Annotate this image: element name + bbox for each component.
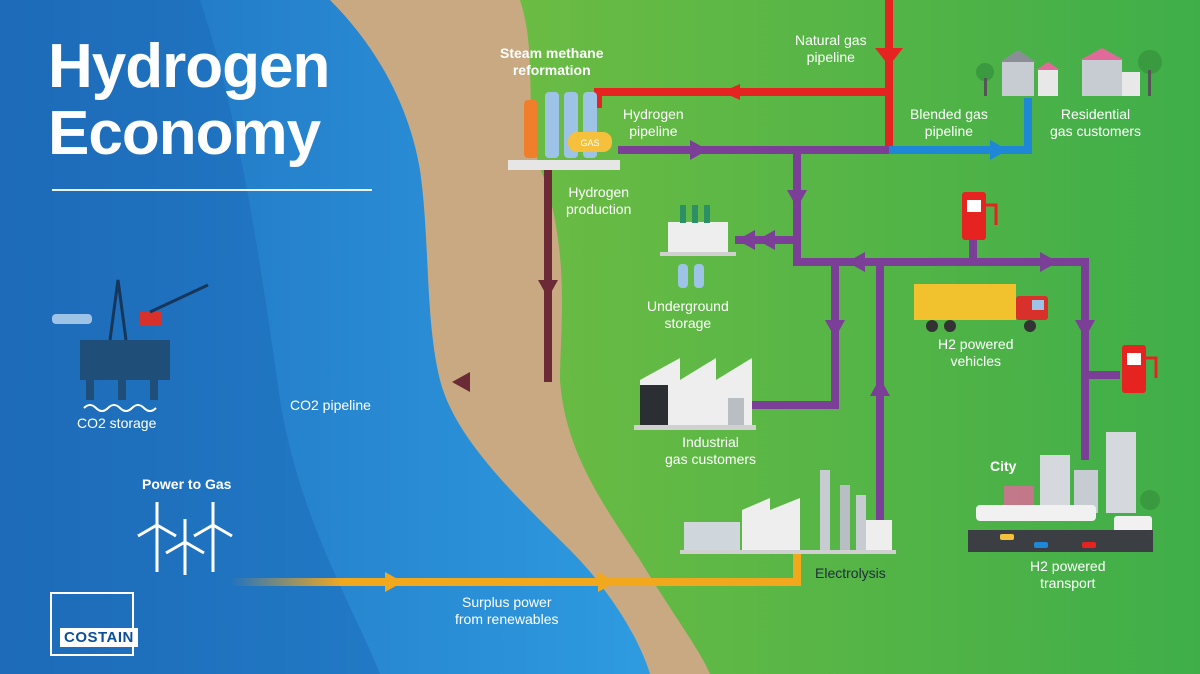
label-hydrogen-production: Hydrogen production [566, 184, 631, 218]
label-city: City [990, 458, 1017, 474]
label-natural-gas-pipeline: Natural gas pipeline [795, 32, 867, 66]
label-natural-gas-line1: Natural gas [795, 32, 867, 48]
label-underground-line2: storage [664, 314, 712, 331]
title-divider [52, 189, 372, 191]
label-residential-line1: Residential [1060, 106, 1131, 122]
label-h2-transport-line2: transport [1040, 574, 1096, 591]
label-hydrogen-production-line2: production [566, 200, 632, 217]
page-title: Hydrogen Economy [48, 32, 330, 168]
wave-line [83, 404, 157, 412]
label-surplus-line2: from renewables [455, 610, 559, 627]
label-underground-line1: Underground [647, 298, 729, 314]
label-h2-vehicles-line2: vehicles [950, 352, 1002, 369]
power-arrow-1 [385, 572, 403, 592]
co2-arrow-down [538, 280, 558, 298]
label-h2-transport-line1: H2 powered [1030, 558, 1106, 574]
costain-logo-text: COSTAIN [60, 628, 138, 647]
underground-storage-icon [660, 205, 736, 288]
costain-logo: COSTAIN [50, 592, 138, 656]
ocean [0, 0, 650, 674]
co2-arrow-left [452, 372, 470, 392]
label-hydrogen-production-line1: Hydrogen [568, 184, 630, 200]
natural-gas-arrow-down [875, 48, 903, 66]
residential-houses-icon [976, 48, 1162, 96]
label-blended-gas-line1: Blended gas [910, 106, 988, 122]
label-industrial-gas-customers: Industrial gas customers [665, 434, 756, 468]
electrolysis-plant-icon [680, 470, 896, 554]
blended-gas-pipeline [889, 98, 1032, 154]
label-residential-gas-customers: Residential gas customers [1050, 106, 1141, 140]
label-h2-powered-transport: H2 powered transport [1030, 558, 1106, 592]
label-blended-gas-line2: pipeline [924, 122, 974, 139]
label-h2-vehicles-line1: H2 powered [938, 336, 1014, 352]
label-steam-methane: Steam methane reformation [500, 45, 603, 79]
label-industrial-line1: Industrial [682, 434, 739, 450]
title-line-1: Hydrogen [48, 32, 330, 101]
label-electrolysis: Electrolysis [815, 565, 886, 581]
fuel-pump-icon-1 [962, 192, 998, 240]
label-underground-storage: Underground storage [647, 298, 729, 332]
industrial-factory-icon [634, 358, 756, 430]
power-arrow-2 [598, 572, 616, 592]
gas-tank-label: GAS [580, 138, 599, 148]
label-hydrogen-pipeline-line2: pipeline [629, 122, 678, 139]
label-residential-line2: gas customers [1050, 122, 1142, 139]
wind-turbines-icon [137, 502, 233, 575]
co2-pipeline [185, 170, 552, 386]
fuel-pump-icon-2 [1122, 345, 1158, 393]
label-hydrogen-pipeline: Hydrogen pipeline [623, 106, 684, 140]
label-co2-pipeline: CO2 pipeline [290, 397, 371, 413]
natural-gas-arrow-left [722, 84, 740, 100]
label-steam-methane-line1: Steam methane [500, 45, 604, 61]
label-natural-gas-line2: pipeline [806, 48, 855, 65]
label-co2-storage: CO2 storage [77, 415, 157, 431]
label-steam-methane-line2: reformation [512, 61, 591, 78]
city-skyline-icon [968, 432, 1160, 552]
label-industrial-line2: gas customers [665, 450, 757, 467]
surplus-power-line [230, 552, 801, 586]
offshore-rig-icon [52, 279, 209, 400]
label-power-to-gas: Power to Gas [142, 476, 232, 492]
label-blended-gas-pipeline: Blended gas pipeline [910, 106, 988, 140]
h2-truck-icon [914, 284, 1048, 332]
title-line-2: Economy [48, 98, 321, 168]
hydrogen-pipeline-arrows [690, 140, 1095, 396]
label-surplus-power: Surplus power from renewables [455, 594, 559, 628]
steam-methane-plant: GAS [508, 92, 620, 170]
blended-gas-arrow [990, 140, 1008, 160]
natural-gas-pipeline [594, 0, 893, 150]
ocean-deep [0, 0, 380, 674]
label-surplus-line1: Surplus power [462, 594, 552, 610]
label-h2-powered-vehicles: H2 powered vehicles [938, 336, 1014, 370]
label-hydrogen-pipeline-line1: Hydrogen [623, 106, 684, 122]
